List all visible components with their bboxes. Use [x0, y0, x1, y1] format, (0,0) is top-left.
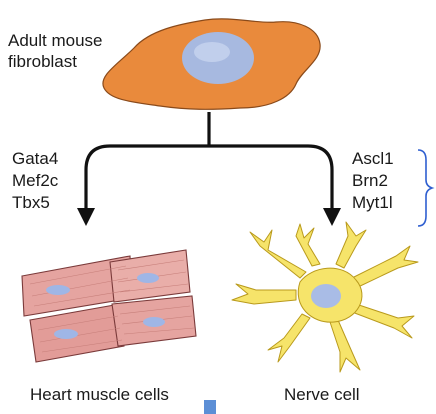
factor-label: Tbx5 — [12, 193, 50, 212]
muscle-nucleus — [46, 285, 70, 295]
cardiac-factors-list: Gata4 Mef2c Tbx5 — [12, 148, 58, 214]
nerve-cell — [231, 221, 419, 373]
factor-label: Gata4 — [12, 149, 59, 168]
marker-square — [204, 400, 216, 414]
muscle-nucleus — [143, 317, 165, 327]
factor-label: Brn2 — [352, 171, 388, 190]
right-arrow-line — [209, 144, 334, 210]
factor-label: Ascl1 — [352, 149, 394, 168]
neural-factors-list: Ascl1 Brn2 Myt1l — [352, 148, 394, 214]
muscle-nucleus — [137, 273, 159, 283]
fibroblast-label: Adult mouse fibroblast — [8, 30, 103, 72]
muscle-nucleus — [54, 329, 78, 339]
fibroblast-cell — [102, 18, 321, 110]
bracket-mark — [417, 149, 435, 227]
left-arrow-line — [84, 144, 209, 210]
factor-label: Mef2c — [12, 171, 59, 190]
neuron-nucleus — [311, 284, 341, 308]
factor-label: Myt1l — [352, 193, 393, 212]
heart-muscle-label: Heart muscle cells — [30, 385, 169, 404]
right-arrow-head — [323, 208, 341, 226]
fibroblast-label-line2: fibroblast — [8, 52, 77, 71]
left-arrow-head — [77, 208, 95, 226]
fibroblast-label-line1: Adult mouse — [8, 31, 103, 50]
heart-muscle-cells — [21, 249, 197, 363]
branching-arrows — [84, 112, 334, 210]
nerve-cell-label: Nerve cell — [284, 385, 360, 404]
